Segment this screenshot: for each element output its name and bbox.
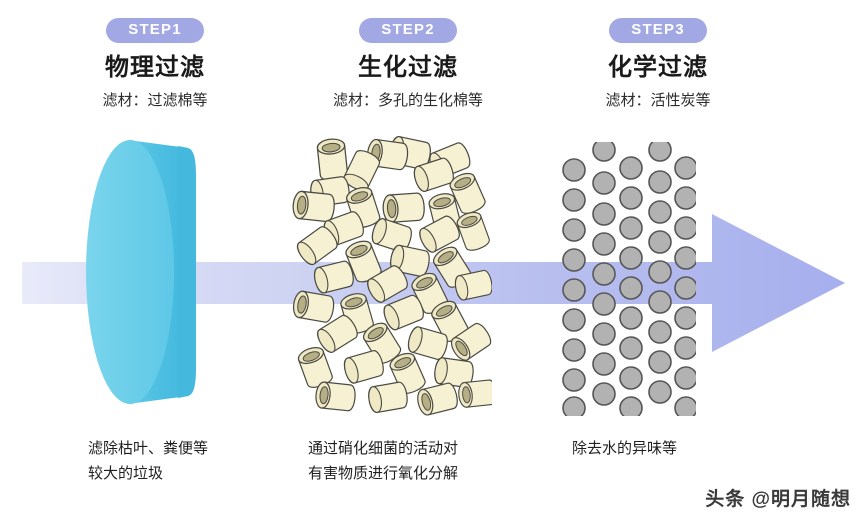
step-badge-1: STEP1 xyxy=(106,18,204,43)
step-caption-3: 除去水的异味等 xyxy=(572,440,678,457)
step-subtitle-2: 滤材：多孔的生化棉等 xyxy=(332,92,483,109)
watermark: 头条 @明月随想 xyxy=(705,489,851,510)
step-badge-3: STEP3 xyxy=(609,18,707,43)
step-caption-1: 滤除枯叶、粪便等 较大的垃圾 xyxy=(88,440,209,482)
filter-sponge-cylinder-graphic xyxy=(86,140,196,404)
step-column-2: STEP2 生化过滤 滤材：多孔的生化棉等 xyxy=(278,18,538,111)
step-title-2: 生化过滤 xyxy=(358,54,458,81)
activated-carbon-granules-graphic xyxy=(562,142,696,416)
step-column-3: STEP3 化学过滤 滤材：活性炭等 xyxy=(528,18,788,111)
step-subtitle-1: 滤材：过滤棉等 xyxy=(102,92,208,109)
step-caption-2: 通过硝化细菌的活动对 有害物质进行氧化分解 xyxy=(308,440,459,482)
step-badge-2: STEP2 xyxy=(359,18,457,43)
step-title-3: 化学过滤 xyxy=(608,54,708,81)
bio-ring-cluster-graphic xyxy=(291,134,492,418)
step-column-1: STEP1 物理过滤 滤材：过滤棉等 xyxy=(25,18,285,111)
step-subtitle-3: 滤材：活性炭等 xyxy=(605,92,711,109)
step-title-1: 物理过滤 xyxy=(105,54,205,81)
